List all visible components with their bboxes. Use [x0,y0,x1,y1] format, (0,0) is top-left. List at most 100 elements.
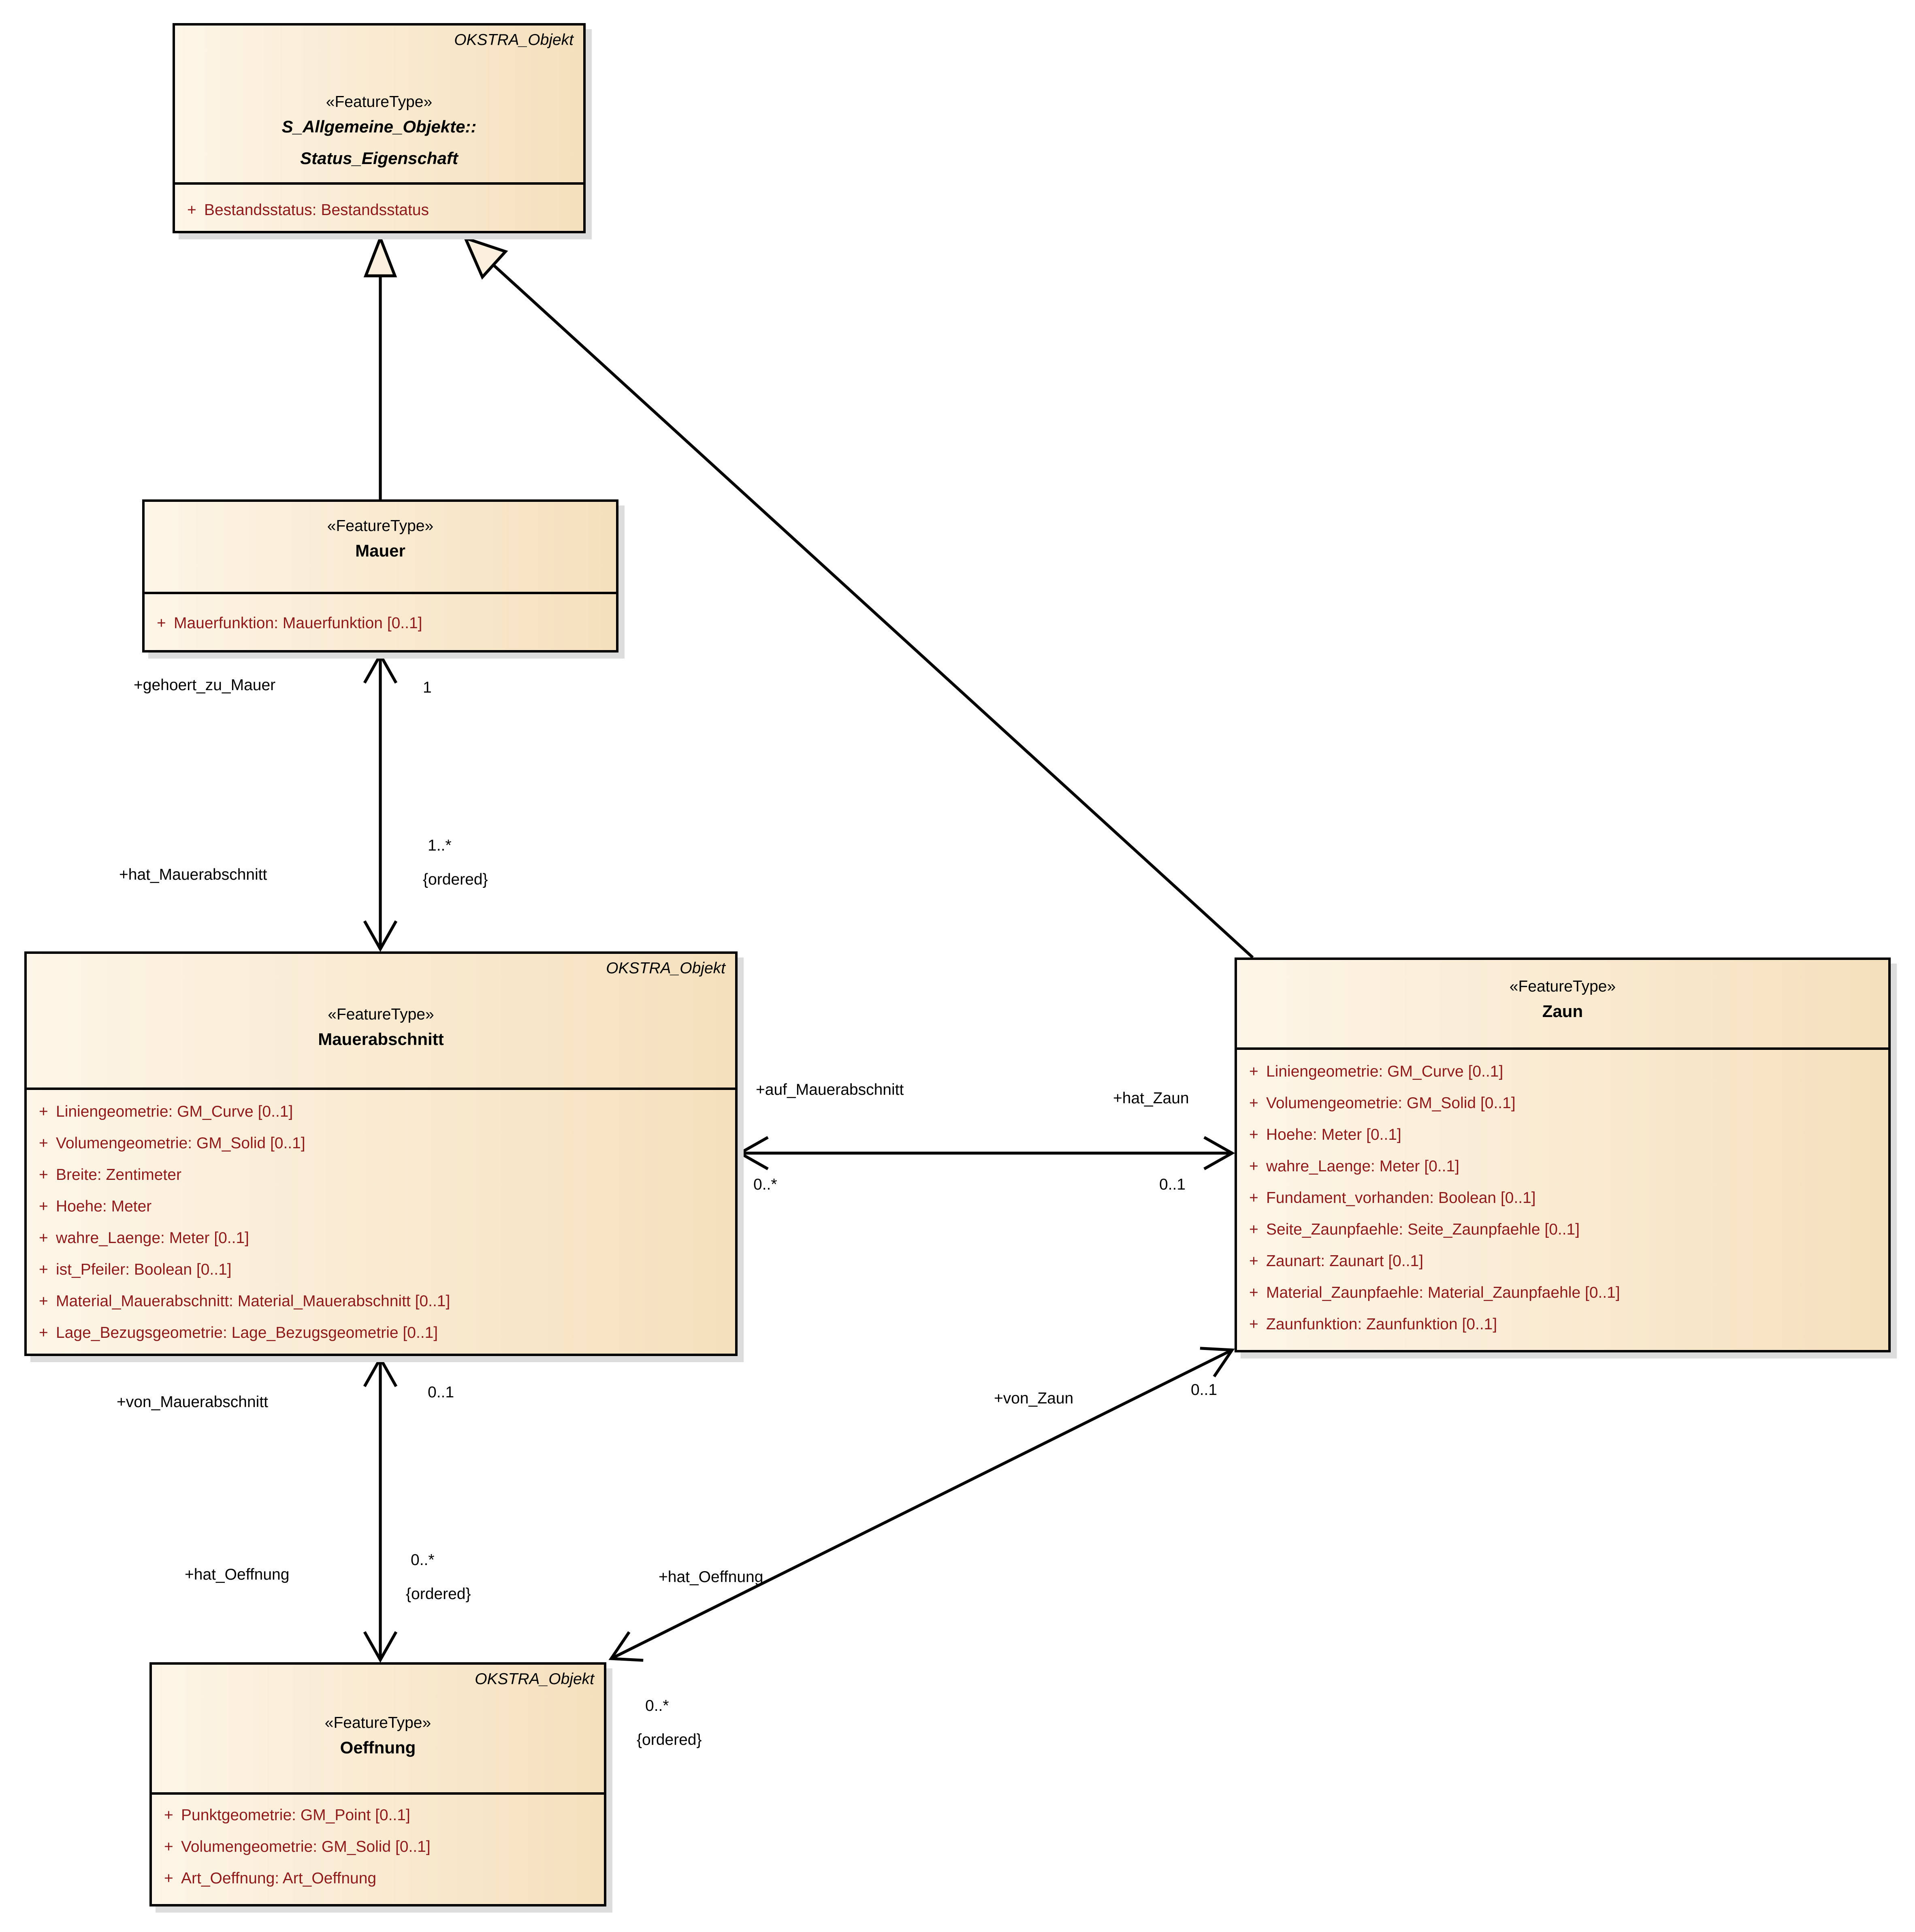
okstra-objekt-tag: OKSTRA_Objekt [606,959,725,977]
attribute-row: + Material_Zaunpfaehle: Material_Zaunpfae… [1237,1277,1888,1309]
attribute-text: Volumengeometrie: GM_Solid [0..1] [181,1837,431,1855]
visibility-symbol: + [1249,1062,1258,1080]
attribute-text: Breite: Zentimeter [56,1165,181,1184]
attribute-text: Punktgeometrie: GM_Point [0..1] [181,1806,410,1824]
attribute-row: + Hoehe: Meter [0..1] [1237,1119,1888,1151]
attribute-row: +Breite: Zentimeter [27,1159,735,1191]
visibility-symbol: + [1249,1125,1258,1143]
attribute-text: Fundament_vorhanden: Boolean [0..1] [1266,1188,1536,1207]
class-header: OKSTRA_Objekt «FeatureType» S_Allgemeine… [175,26,583,185]
visibility-symbol: + [39,1134,48,1152]
attribute-text: Hoehe: Meter [56,1197,152,1215]
stereotype-label: «FeatureType» [324,1713,431,1732]
attribute-text: Zaunfunktion: Zaunfunktion [0..1] [1266,1315,1497,1333]
attribute-row: + Material_Mauerabschnitt: Material_Mauer… [27,1286,735,1317]
association-zaun-oeffnung [611,1350,1232,1659]
class-name: Mauerabschnitt [318,1029,444,1049]
attribute-text: wahre_Laenge: Meter [0..1] [1266,1157,1459,1175]
visibility-symbol: + [1249,1252,1258,1270]
attribute-row: + Liniengeometrie: GM_Curve [0..1] [27,1096,735,1128]
attribute-text: Volumengeometrie: GM_Solid [0..1] [56,1134,305,1152]
edge-label-mult-hat-oeffnung-mauer: 0..* [411,1550,435,1569]
class-mauer[interactable]: «FeatureType» Mauer + Mauerfunktion: Maue… [142,499,618,653]
edge-label-hat-oeffnung-zaun: +hat_Oeffnung [659,1567,763,1586]
class-header: «FeatureType» Zaun [1237,960,1888,1050]
generalization-triangle-icon [463,236,508,280]
attribute-text: ist_Pfeiler: Boolean [0..1] [56,1260,232,1278]
attribute-row: + Bestandsstatus: Bestandsstatus [175,194,583,226]
visibility-symbol: + [39,1228,48,1247]
attribute-text: Lage_Bezugsgeometrie: Lage_Bezugsgeometr… [56,1323,438,1341]
attribute-row: +Seite_Zaunpfaehle: Seite_Zaunpfaehle [0… [1237,1214,1888,1245]
attribute-row: + wahre_Laenge: Meter [0..1] [1237,1151,1888,1182]
class-status-eigenschaft[interactable]: OKSTRA_Objekt «FeatureType» S_Allgemeine… [173,23,586,233]
class-oeffnung[interactable]: OKSTRA_Objekt «FeatureType» Oeffnung +Pu… [149,1662,606,1906]
visibility-symbol: + [164,1869,173,1887]
visibility-symbol: + [39,1323,48,1341]
edge-label-hat-oeffnung-mauer: +hat_Oeffnung [185,1565,290,1583]
class-name: Mauer [355,541,405,560]
class-name: S_Allgemeine_Objekte:: Status_Eigenschaf… [281,117,477,168]
visibility-symbol: + [39,1197,48,1215]
attribute-text: Liniengeometrie: GM_Curve [0..1] [56,1102,293,1120]
edge-label-ordered-hat-mauerabschnitt: {ordered} [423,870,488,888]
generalization-triangle-icon [363,234,397,277]
attribute-compartment: +Liniengeometrie: GM_Curve [0..1]+Volume… [1237,1050,1888,1350]
visibility-symbol: + [164,1806,173,1824]
attribute-text: Material_Mauerabschnitt: Material_Mauera… [56,1292,450,1310]
attribute-row: + Volumengeometrie: GM_Solid [0..1] [152,1831,604,1863]
visibility-symbol: + [1249,1157,1258,1175]
edge-label-mult-hat-zaun: 0..1 [1159,1175,1186,1193]
visibility-symbol: + [1249,1220,1258,1238]
edge-label-mult-hat-mauerabschnitt: 1..* [428,836,452,854]
attribute-row: + Punktgeometrie: GM_Point [0..1] [152,1800,604,1831]
visibility-symbol: + [1249,1094,1258,1112]
edge-label-gehoert-zu-mauer: +gehoert_zu_Mauer [134,676,276,694]
stereotype-label: «FeatureType» [328,1005,434,1023]
attribute-compartment: + Bestandsstatus: Bestandsstatus [175,185,583,231]
visibility-symbol: + [164,1837,173,1855]
class-zaun[interactable]: «FeatureType» Zaun +Liniengeometrie: GM_… [1235,957,1891,1352]
attribute-row: + Hoehe: Meter [27,1191,735,1222]
attribute-row: +Volumengeometrie: GM_Solid [0..1] [1237,1088,1888,1119]
class-mauerabschnitt[interactable]: OKSTRA_Objekt «FeatureType» Mauerabschni… [24,951,738,1356]
attribute-text: Zaunart: Zaunart [0..1] [1266,1252,1424,1270]
attribute-row: + Lage_Bezugsgeometrie: Lage_Bezugsgeomet… [27,1317,735,1349]
attribute-text: Material_Zaunpfaehle: Material_Zaunpfaeh… [1266,1283,1620,1301]
attribute-compartment: + Mauerfunktion: Mauerfunktion [0..1] [145,594,616,650]
visibility-symbol: + [1249,1188,1258,1207]
attribute-text: Mauerfunktion: Mauerfunktion [0..1] [174,614,422,632]
edge-label-von-zaun: +von_Zaun [994,1389,1074,1407]
class-header: «FeatureType» Mauer [145,502,616,594]
visibility-symbol: + [39,1260,48,1278]
edge-label-ordered-hat-oeffnung-mauer: {ordered} [406,1584,471,1603]
attribute-compartment: + Liniengeometrie: GM_Curve [0..1] + Volume… [27,1090,735,1354]
attribute-row: + Fundament_vorhanden: Boolean [0..1] [1237,1182,1888,1214]
stereotype-label: «FeatureType» [327,516,434,535]
attribute-row: + wahre_Laenge: Meter [0..1] [27,1222,735,1254]
visibility-symbol: + [39,1102,48,1120]
class-header: OKSTRA_Objekt «FeatureType» Mauerabschni… [27,954,735,1090]
edge-label-hat-zaun: +hat_Zaun [1113,1089,1189,1107]
visibility-symbol: + [187,200,196,219]
attribute-text: Hoehe: Meter [0..1] [1266,1125,1401,1143]
edge-label-mult-hat-oeffnung-zaun: 0..* [645,1696,669,1714]
edge-label-mult-von-zaun: 0..1 [1191,1380,1218,1399]
attribute-row: + ist_Pfeiler: Boolean [0..1] [27,1254,735,1286]
attribute-text: Bestandsstatus: Bestandsstatus [204,200,429,219]
edge-label-mult-auf-mauerabschnitt: 0..* [753,1175,777,1193]
edge-label-mult-von-mauerabschnitt: 0..1 [428,1383,454,1401]
attribute-row: + Volumengeometrie: GM_Solid [0..1] [27,1128,735,1159]
class-name: Oeffnung [340,1738,416,1757]
visibility-symbol: + [157,614,166,632]
attribute-row: +Liniengeometrie: GM_Curve [0..1] [1237,1056,1888,1088]
attribute-row: + Mauerfunktion: Mauerfunktion [0..1] [145,608,616,639]
attribute-text: wahre_Laenge: Meter [0..1] [56,1228,249,1247]
edge-label-hat-mauerabschnitt: +hat_Mauerabschnitt [119,865,267,883]
visibility-symbol: + [1249,1283,1258,1301]
visibility-symbol: + [39,1292,48,1310]
stereotype-label: «FeatureType» [326,92,433,111]
class-name: Zaun [1542,1001,1583,1021]
visibility-symbol: + [1249,1315,1258,1333]
